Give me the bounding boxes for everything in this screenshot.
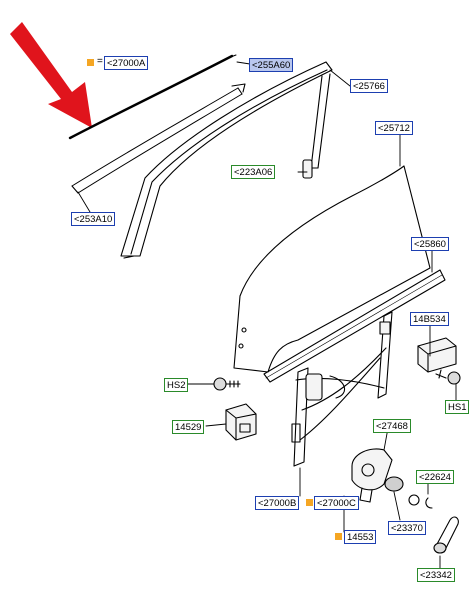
strip-255a60-part <box>71 83 246 194</box>
leader-lines <box>77 61 457 569</box>
handle-23342-part <box>433 516 459 554</box>
clip-22624-part <box>425 497 433 509</box>
part-label-23370[interactable]: <23370 <box>388 521 426 535</box>
part-label-22624[interactable]: <22624 <box>416 470 454 484</box>
window-glass-part <box>233 165 431 373</box>
bolt-hs2-part <box>213 377 241 391</box>
part-label-255a60[interactable]: <255A60 <box>249 58 294 72</box>
legend-equals: = <box>97 56 103 67</box>
marker-orange-icon <box>87 59 94 66</box>
glass-run-channel-part <box>263 269 446 383</box>
bushing-23370-part <box>384 476 420 506</box>
part-label-27000a[interactable]: <27000A <box>104 56 149 70</box>
marker-orange-icon <box>335 533 342 540</box>
window-motor-part <box>351 448 393 503</box>
part-label-27468[interactable]: <27468 <box>373 419 411 433</box>
part-label-27000c[interactable]: <27000C <box>314 496 359 510</box>
part-label-27000b[interactable]: <27000B <box>255 496 300 510</box>
part-label-253a10[interactable]: <253A10 <box>71 212 116 226</box>
part-label-25766[interactable]: <25766 <box>350 79 388 93</box>
weatherstrip-outer-part <box>68 54 237 140</box>
module-14b534-part <box>417 337 457 373</box>
part-label-25712[interactable]: <25712 <box>375 121 413 135</box>
part-label-14b534[interactable]: 14B534 <box>410 312 449 326</box>
part-label-hs2[interactable]: HS2 <box>164 378 189 392</box>
marker-orange-icon <box>306 499 313 506</box>
window-regulator-part <box>291 311 393 467</box>
clip-223a06-part <box>302 159 313 179</box>
part-label-14553[interactable]: 14553 <box>344 530 377 544</box>
part-label-25860[interactable]: <25860 <box>411 237 449 251</box>
part-label-14529[interactable]: 14529 <box>172 420 205 434</box>
switch-14529-part <box>225 403 257 441</box>
window-frame-part <box>120 61 333 259</box>
part-label-hs1[interactable]: HS1 <box>445 400 470 414</box>
part-label-23342[interactable]: <23342 <box>417 568 455 582</box>
red-arrow-icon <box>10 22 92 128</box>
part-label-223a06[interactable]: <223A06 <box>231 165 276 179</box>
bolt-hs1-part <box>435 369 461 385</box>
